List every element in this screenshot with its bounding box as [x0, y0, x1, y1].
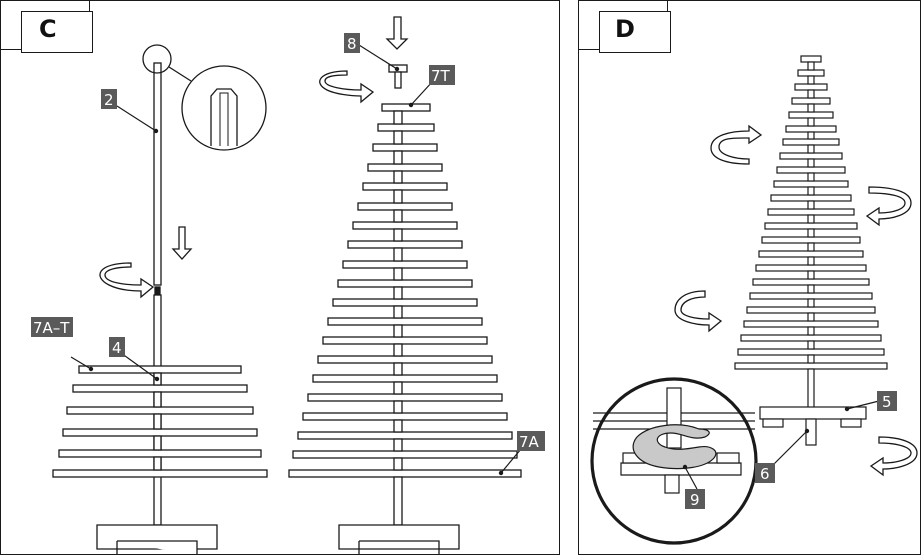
label-7t-text: 7T — [431, 67, 451, 85]
panel-c-letter: C — [39, 15, 57, 43]
rod-end-detail — [210, 88, 238, 146]
label-5-text: 5 — [882, 393, 892, 411]
label-9-text: 9 — [690, 491, 700, 509]
rotate-arrow-4-icon — [869, 436, 918, 477]
label-7a-t: 7A–T — [31, 317, 73, 337]
rotate-arrow-2-icon — [865, 186, 912, 227]
d-trunk — [759, 61, 867, 446]
panel-d: D — [578, 0, 921, 555]
panel-d-drawing: 5 6 9 — [590, 55, 918, 545]
rotate-arrow-1-icon — [710, 124, 763, 165]
down-arrow-icon — [171, 226, 193, 260]
label-4-text: 4 — [112, 339, 122, 357]
cap-9-icon — [632, 424, 717, 470]
label-2: 2 — [101, 89, 117, 109]
panel-d-letter: D — [615, 15, 635, 43]
detail-circle-small — [142, 44, 172, 74]
label-7t: 7T — [429, 65, 455, 85]
label-2-text: 2 — [104, 91, 114, 109]
label-8: 8 — [344, 33, 360, 53]
top-down-arrow-icon — [385, 16, 409, 50]
label-9: 9 — [685, 489, 705, 509]
right-tree-branches — [288, 103, 522, 478]
panel-d-tab: D — [579, 1, 675, 57]
label-4: 4 — [109, 337, 125, 357]
right-trunk-segments — [338, 110, 460, 554]
label-6: 6 — [755, 463, 775, 483]
label-7a-text: 7A — [519, 433, 540, 451]
right-base — [338, 524, 460, 550]
panel-c-tab: C — [1, 1, 97, 57]
label-7a-t-text: 7A–T — [33, 319, 70, 337]
label-5: 5 — [877, 391, 897, 411]
label-8-text: 8 — [347, 35, 357, 53]
panel-c-drawing: 2 7A–T 4 8 7T 7A — [31, 16, 545, 554]
label-7a: 7A — [517, 431, 545, 451]
rod-2 — [153, 62, 162, 286]
d-tree-branches — [734, 55, 888, 370]
rotate-arrow-top-icon — [319, 70, 375, 104]
label-6-text: 6 — [760, 465, 770, 483]
panel-c: C — [0, 0, 560, 555]
rotate-arrow-3-icon — [674, 290, 723, 333]
detail-circle-large — [181, 65, 267, 151]
rotate-arrow-icon — [99, 262, 155, 299]
